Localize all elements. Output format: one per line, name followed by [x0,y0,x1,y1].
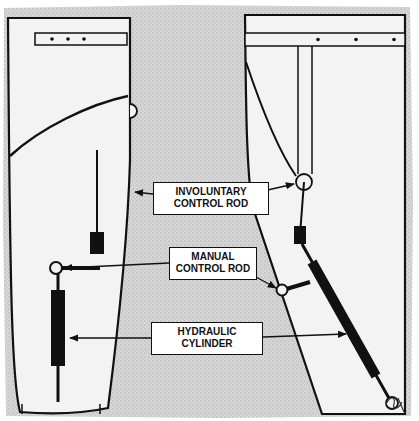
socket-edge [246,62,296,176]
manual-rod-ball [277,285,288,296]
knee-bolt [130,104,137,118]
socket-band [35,33,127,45]
knee-line [10,96,128,156]
foot-bolt [21,404,23,414]
label-box: MANUAL CONTROL ROD [169,247,257,280]
rivet [82,37,86,41]
rivet [66,37,70,41]
manual-rod-ball [50,262,62,274]
label-box: HYDRAULIC CYLINDER [151,322,263,355]
leg-front-view [245,15,405,414]
hydraulic-cylinder [312,262,376,376]
label-box: INVOLUNTARY CONTROL ROD [153,182,269,215]
artist-signature [386,398,404,412]
socket-band [245,33,405,46]
socket-line [297,46,299,174]
label-text: MANUAL CONTROL ROD [175,251,251,276]
rivet [50,37,54,41]
involuntary-rod-block [294,226,306,244]
stippled-ground [3,5,413,418]
leg-side-view [8,18,130,413]
ankle-pin [386,397,398,409]
rivet [354,38,358,42]
hydraulic-cylinder [51,290,65,366]
socket-line [311,46,313,174]
label-text: HYDRAULIC CYLINDER [157,326,257,351]
rivet [316,38,320,42]
rivet [392,38,396,42]
involuntary-rod-block [90,232,104,254]
piston-rod [302,244,390,400]
foot-bolt [99,404,101,414]
label-text: INVOLUNTARY CONTROL ROD [159,186,263,211]
